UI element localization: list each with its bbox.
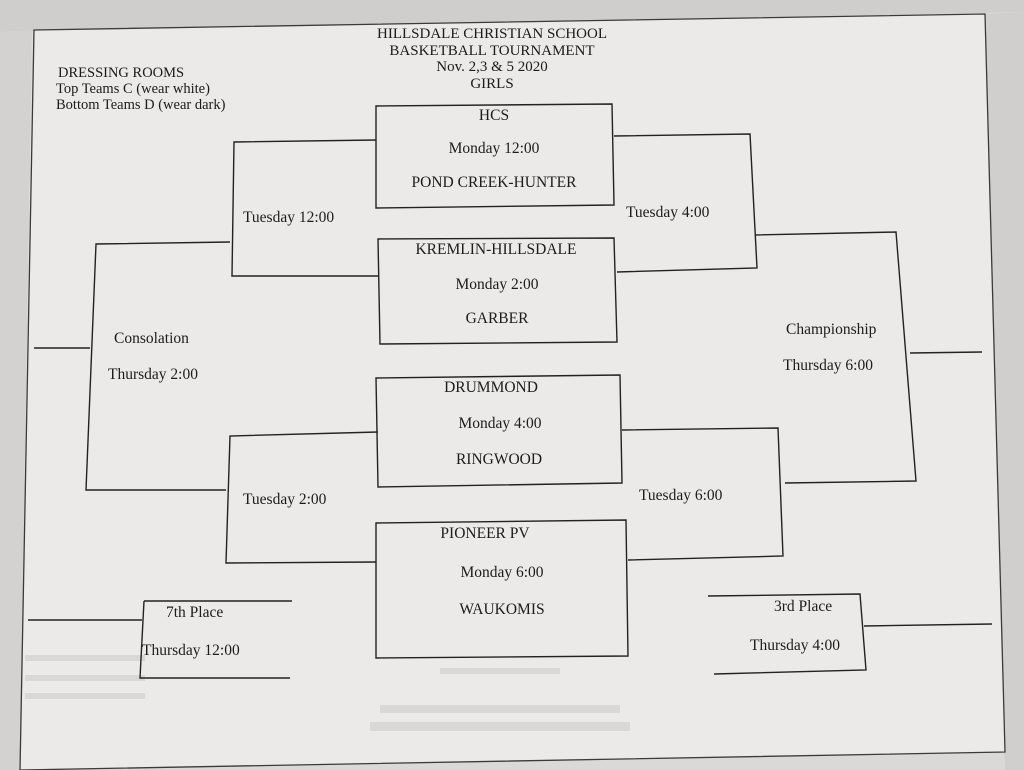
- game-3-time: Monday 4:00: [458, 415, 542, 432]
- event-name: BASKETBALL TOURNAMENT: [389, 42, 595, 59]
- seventh-place-label: 7th Place: [166, 604, 224, 621]
- dressing-rooms-title: DRESSING ROOMS: [58, 65, 185, 81]
- championship-final: [754, 231, 917, 484]
- game-4-top-team: PIONEER PV: [440, 525, 530, 542]
- consolation-final: [85, 241, 231, 491]
- game-1-time: Monday 12:00: [448, 140, 540, 157]
- game-box-1: [375, 103, 615, 209]
- event-dates: Nov. 2,3 & 5 2020: [436, 59, 548, 75]
- seventh-place-time: Thursday 12:00: [142, 642, 240, 659]
- third-place-bracket: [707, 593, 867, 675]
- division-label: GIRLS: [470, 75, 514, 92]
- third-place-label: 3rd Place: [774, 598, 833, 615]
- consolation-semi-bottom-time: Tuesday 2:00: [243, 491, 327, 508]
- game-3-top-team: DRUMMOND: [444, 379, 538, 396]
- championship-label: Championship: [786, 321, 877, 338]
- third-place-time: Thursday 4:00: [750, 637, 840, 654]
- game-4-time: Monday 6:00: [460, 564, 544, 581]
- game-2-bottom-team: GARBER: [465, 310, 529, 327]
- third-place-line: [863, 623, 993, 627]
- game-box-2: [377, 237, 618, 345]
- championship-semi-bottom: [621, 427, 784, 561]
- championship-semi-top-time: Tuesday 4:00: [626, 204, 710, 221]
- championship-winner-line: [909, 351, 983, 354]
- game-1-bottom-team: POND CREEK-HUNTER: [411, 174, 577, 191]
- game-4-bottom-team: WAUKOMIS: [459, 601, 545, 618]
- seventh-place-bracket: [139, 600, 292, 679]
- school-name: HILLSDALE CHRISTIAN SCHOOL: [377, 26, 607, 42]
- championship-semi-bottom-time: Tuesday 6:00: [639, 487, 723, 504]
- consolation-time: Thursday 2:00: [108, 366, 198, 383]
- tournament-header: HILLSDALE CHRISTIAN SCHOOL BASKETBALL TO…: [377, 26, 607, 92]
- dressing-rooms-top: Top Teams C (wear white): [56, 81, 210, 97]
- game-2-top-team: KREMLIN-HILLSDALE: [415, 241, 577, 258]
- game-1-top-team: HCS: [478, 107, 510, 124]
- consolation-label: Consolation: [114, 330, 189, 347]
- dressing-rooms-note: DRESSING ROOMS Top Teams C (wear white) …: [56, 65, 225, 113]
- game-box-4: [375, 519, 629, 659]
- consolation-semi-top: [231, 139, 378, 277]
- championship-time: Thursday 6:00: [783, 357, 873, 374]
- game-3-bottom-team: RINGWOOD: [455, 451, 543, 468]
- championship-semi-top: [613, 133, 758, 273]
- consolation-semi-bottom: [225, 431, 379, 564]
- dressing-rooms-bottom: Bottom Teams D (wear dark): [56, 97, 226, 113]
- game-2-time: Monday 2:00: [455, 276, 539, 293]
- game-box-3: [375, 374, 623, 488]
- consolation-semi-top-time: Tuesday 12:00: [243, 209, 335, 226]
